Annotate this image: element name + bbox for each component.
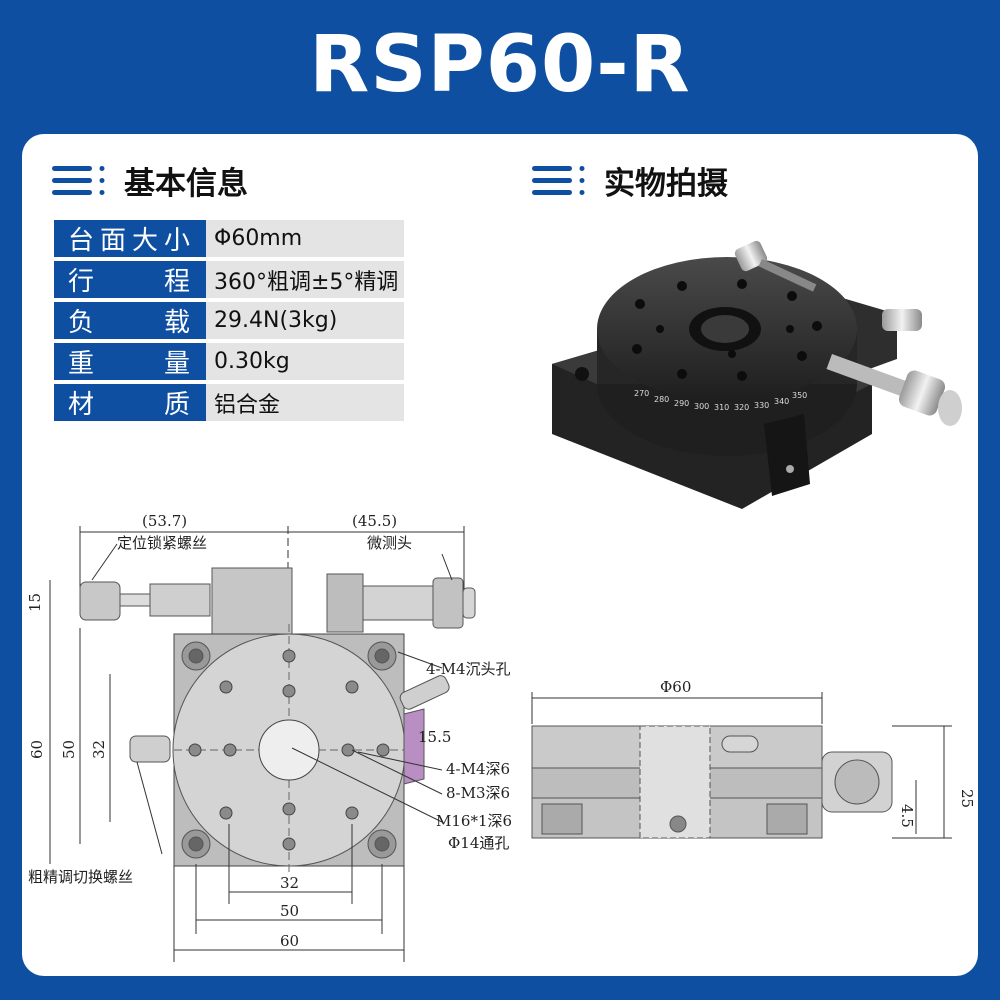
svg-text:320: 320 — [734, 403, 749, 412]
basic-info-header: 基本信息 — [52, 158, 248, 203]
svg-text:330: 330 — [754, 401, 769, 410]
spec-table: 台面大小 Φ60mm 行程 360°粗调±5°精调 负载 29.4N(3kg) … — [54, 216, 404, 425]
spec-key: 负载 — [54, 302, 206, 339]
switch-screw-label: 粗精调切换螺丝 — [28, 868, 133, 886]
dim-32-left: 32 — [90, 740, 108, 759]
dim-60-left: 60 — [28, 740, 46, 759]
spec-key: 行程 — [54, 261, 206, 298]
spec-row: 负载 29.4N(3kg) — [54, 302, 404, 339]
spec-value: 铝合金 — [206, 384, 404, 421]
basic-info-title: 基本信息 — [124, 166, 248, 202]
spec-value: Φ60mm — [206, 220, 404, 257]
top-view — [49, 526, 476, 962]
micrometer-label: 微测头 — [367, 534, 412, 552]
dim-25: 25 — [958, 789, 976, 808]
through-hole-label: Φ14通孔 — [448, 834, 509, 852]
svg-text:300: 300 — [694, 402, 709, 411]
spec-value: 0.30kg — [206, 343, 404, 380]
svg-text:310: 310 — [714, 403, 729, 412]
m3-depth-label: 8-M3深6 — [446, 784, 510, 802]
countersink-label: 4-M4沉头孔 — [426, 660, 511, 678]
dim-50-bottom: 50 — [280, 902, 299, 920]
dim-45-5: (45.5) — [352, 512, 397, 530]
product-title: RSP60-R — [309, 20, 691, 110]
dim-53-7: (53.7) — [142, 512, 187, 530]
technical-drawing: (53.7) (45.5) 定位锁紧螺丝 微测头 15 60 50 32 4-M… — [26, 512, 976, 962]
lock-screw-label: 定位锁紧螺丝 — [117, 534, 207, 552]
spec-key: 台面大小 — [54, 220, 206, 257]
spec-key: 材质 — [54, 384, 206, 421]
photo-title: 实物拍摄 — [604, 166, 728, 202]
spec-key: 重量 — [54, 343, 206, 380]
dim-4-5: 4.5 — [898, 804, 916, 828]
dim-15: 15 — [26, 593, 44, 612]
spec-row: 材质 铝合金 — [54, 384, 404, 421]
m16-label: M16*1深6 — [436, 812, 512, 830]
dim-15-5: 15.5 — [418, 728, 451, 746]
svg-text:290: 290 — [674, 399, 689, 408]
title-banner: RSP60-R — [0, 0, 1000, 130]
side-diameter: Φ60 — [660, 678, 691, 696]
m4-depth-label: 4-M4深6 — [446, 760, 510, 778]
dim-50-left: 50 — [60, 740, 78, 759]
spec-value: 29.4N(3kg) — [206, 302, 404, 339]
dim-60-bottom: 60 — [280, 932, 299, 950]
spec-row: 行程 360°粗调±5°精调 — [54, 261, 404, 298]
spec-row: 台面大小 Φ60mm — [54, 220, 404, 257]
list-icon — [532, 165, 585, 195]
spec-row: 重量 0.30kg — [54, 343, 404, 380]
svg-text:280: 280 — [654, 395, 669, 404]
svg-text:350: 350 — [792, 391, 807, 400]
list-icon — [52, 165, 105, 195]
dim-32-bottom: 32 — [280, 874, 299, 892]
product-photo: 270 280 290 300 310 320 330 340 350 — [552, 240, 962, 509]
dial-scale: 270 280 290 300 310 320 330 340 350 — [634, 389, 807, 412]
side-view — [531, 692, 952, 839]
spec-value: 360°粗调±5°精调 — [206, 261, 404, 298]
svg-text:340: 340 — [774, 397, 789, 406]
photo-header: 实物拍摄 — [532, 158, 728, 203]
svg-text:270: 270 — [634, 389, 649, 398]
content-card: 基本信息 实物拍摄 台面大小 Φ60mm 行程 360°粗调±5°精调 负载 2… — [22, 134, 978, 976]
